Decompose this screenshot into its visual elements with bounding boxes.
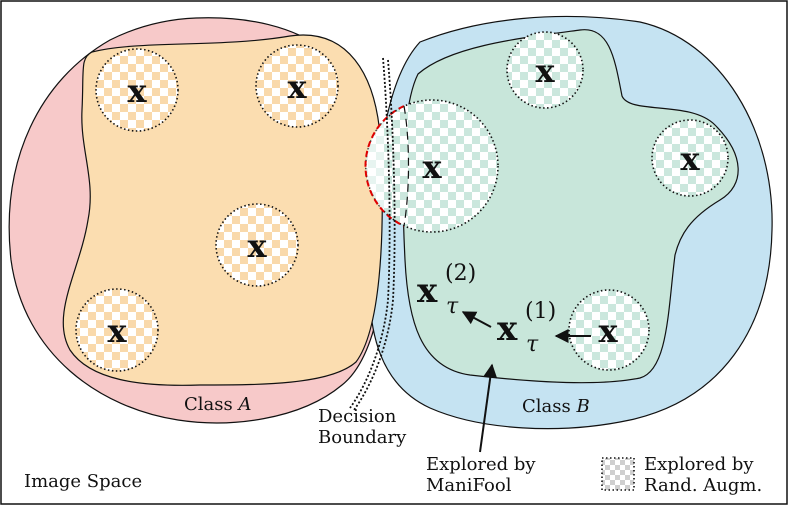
decision-boundary-label-2: Boundary — [318, 427, 407, 448]
class-b-label: Class B — [522, 396, 590, 417]
sample-x-b2: x — [680, 140, 700, 178]
sample-marks: x x x x x x x x — [107, 52, 700, 350]
sample-x-b3: x — [598, 312, 618, 350]
neighborhood-a1 — [95, 48, 179, 132]
neighborhood-b-boundary — [365, 99, 499, 233]
x-tau-1-sup: (1) — [525, 299, 556, 324]
neighborhood-a2 — [255, 44, 339, 128]
x-tau-1-base: x — [497, 309, 518, 349]
legend-rand-augm: Explored by Rand. Augm. — [601, 454, 762, 496]
image-space-label: Image Space — [24, 471, 142, 492]
legend-rand-label-2: Rand. Augm. — [644, 475, 762, 496]
x-tau-2-base: x — [417, 271, 438, 311]
class-a-neighborhoods — [75, 44, 339, 372]
sample-x-a4: x — [107, 312, 127, 350]
decision-boundary-line-2 — [353, 59, 396, 411]
decision-boundary-label-1: Decision — [318, 406, 397, 427]
sample-x-a3: x — [247, 227, 267, 265]
sample-x-b-boundary: x — [422, 148, 442, 186]
class-a-label: Class A — [184, 394, 251, 415]
arrow-manifool-label — [479, 363, 498, 453]
sample-x-b1: x — [535, 52, 555, 90]
sample-x-a2: x — [287, 68, 307, 106]
x-tau-2: x (2) τ — [417, 261, 476, 319]
x-tau-1: x (1) τ — [497, 299, 556, 357]
neighborhood-a3 — [215, 203, 299, 287]
legend-rand-label-1: Explored by — [644, 454, 754, 475]
x-tau-2-sub: τ — [446, 294, 459, 319]
manifool-label-1: Explored by — [426, 454, 536, 475]
neighborhood-b2 — [651, 119, 729, 197]
decision-boundary-line-1 — [349, 57, 391, 409]
sample-x-a1: x — [127, 72, 147, 110]
neighborhood-b1 — [506, 31, 584, 109]
x-tau-1-sub: τ — [526, 332, 539, 357]
manifool-label-2: ManiFool — [426, 475, 512, 496]
class-b-manifold — [402, 29, 739, 384]
dashed-arc-inside — [403, 105, 410, 227]
neighborhood-a4 — [75, 288, 159, 372]
legend-checker-swatch — [601, 457, 635, 491]
x-tau-2-sup: (2) — [445, 261, 476, 286]
class-b-neighborhoods — [365, 31, 729, 371]
neighborhood-b3 — [568, 289, 650, 371]
boundary-crossing-arc — [364, 105, 405, 227]
arrow-step-2 — [461, 311, 492, 328]
